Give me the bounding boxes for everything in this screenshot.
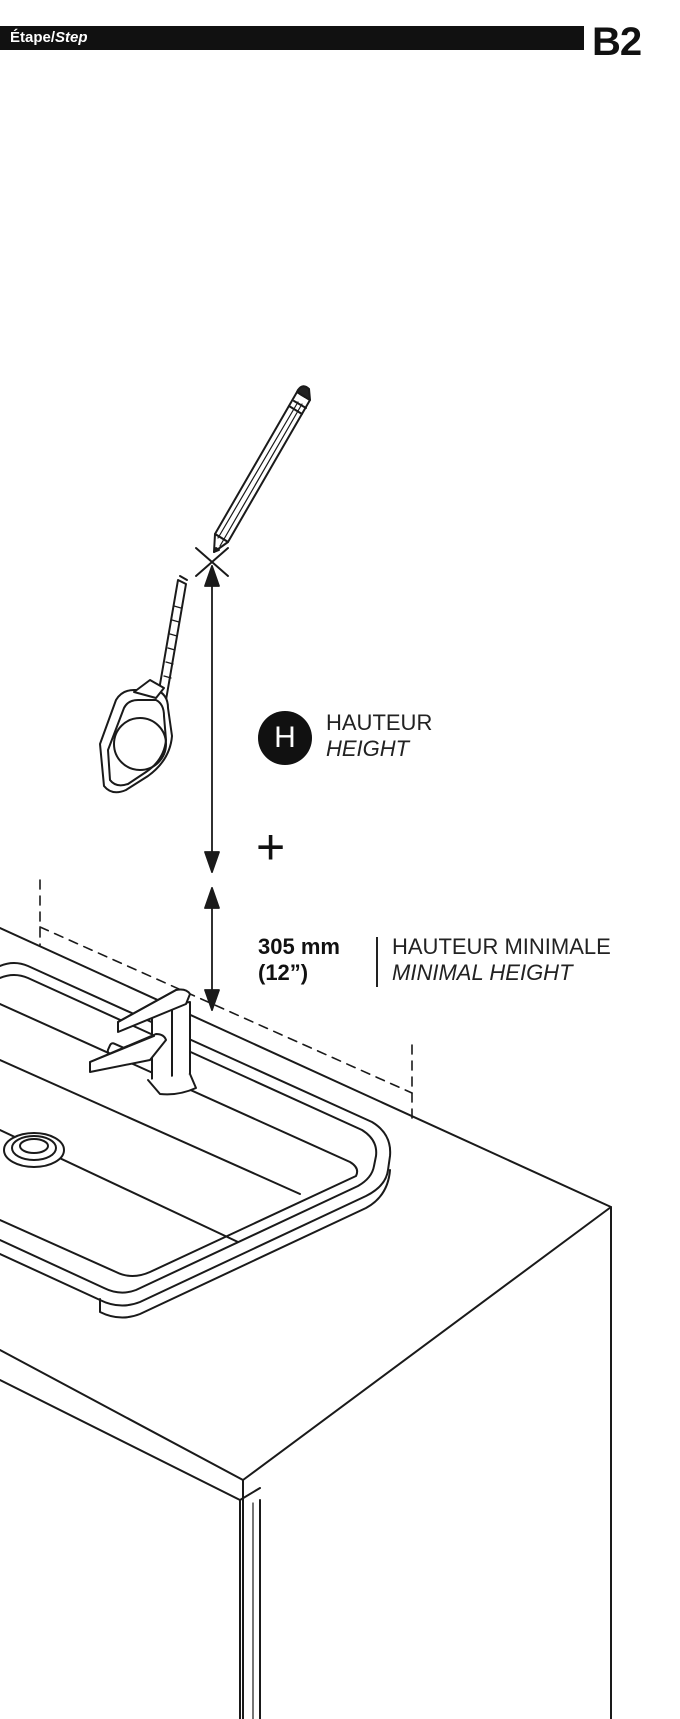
faucet-icon: [89, 988, 197, 1096]
dimension-separator: [376, 937, 378, 987]
pencil-icon: [213, 385, 311, 553]
minimal-height-inches: (12”): [258, 960, 309, 985]
height-label-fr: HAUTEUR: [326, 710, 433, 735]
vanity-cabinet: [0, 927, 612, 1719]
tape-measure-icon: [99, 575, 188, 794]
plus-sign: +: [256, 819, 286, 875]
minimal-height-arrow: [204, 887, 220, 1011]
sink-basin: [0, 962, 392, 1319]
minimal-height-label-fr: HAUTEUR MINIMALE: [392, 934, 611, 959]
step-label: Étape/Step: [10, 29, 88, 47]
step-number: B2: [592, 20, 642, 64]
step-header-bar: Étape/Step: [0, 26, 584, 50]
step-label-en: Step: [55, 29, 88, 46]
height-label-en: HEIGHT: [326, 736, 410, 761]
minimal-height-value: 305 mm (12”): [258, 934, 340, 986]
minimal-height-label-en: MINIMAL HEIGHT: [392, 960, 573, 985]
height-badge-icon: H: [258, 711, 312, 765]
height-arrow: [204, 565, 220, 873]
step-label-fr: Étape/: [10, 29, 56, 46]
reference-dashed-lines: [39, 879, 413, 1121]
minimal-height-mm: 305 mm: [258, 934, 340, 959]
mark-cross-icon: [195, 547, 229, 577]
